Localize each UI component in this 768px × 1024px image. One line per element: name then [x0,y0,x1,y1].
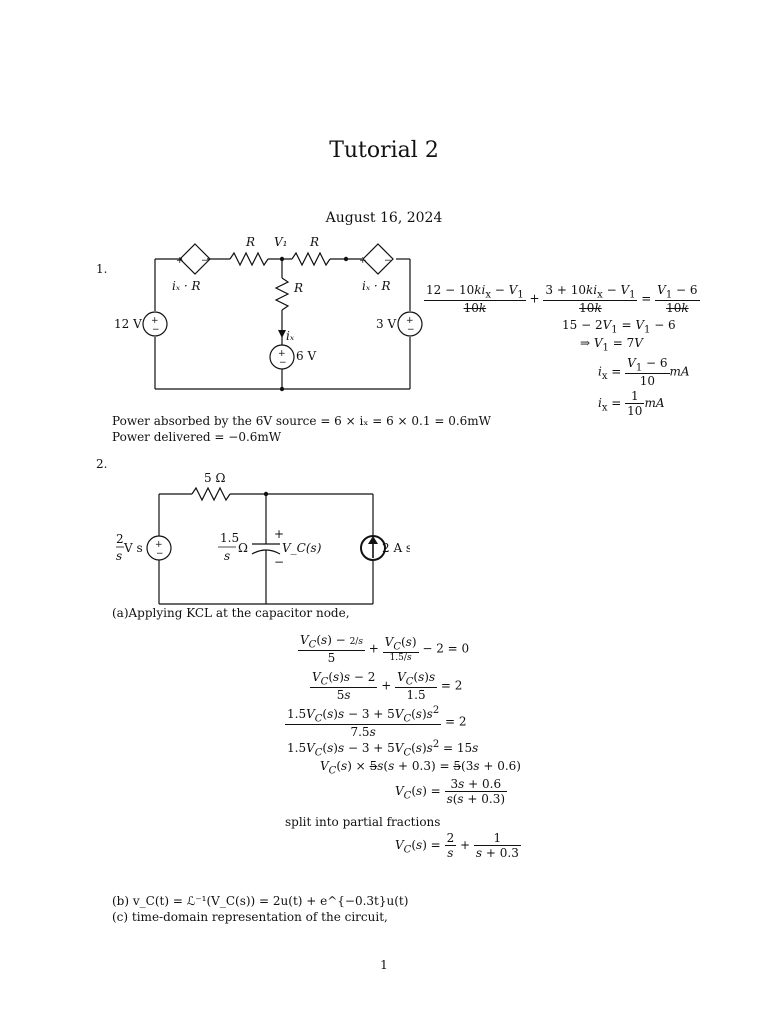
label-r-right: R [309,235,319,249]
voltage-source-s [146,535,172,561]
label-ix: iₓ [286,329,295,343]
label-cap-num: 1.5 [220,531,239,545]
svg-text:−: − [384,256,392,266]
q2-part-c: (c) time-domain representation of the ci… [112,910,388,924]
dependent-source-left [179,243,211,275]
question-1-number: 1. [96,262,108,276]
label-3v: 3 V [376,317,396,331]
q1-eq-3: ⇒ V1 = 7V [580,336,643,354]
label-v1: V₁ [274,235,287,249]
label-2a-s: 2 A s [382,541,410,555]
current-source-arrow-icon [368,536,378,544]
label-5-ohm: 5 Ω [204,471,225,485]
q2-eq-4: 1.5VC(s)s − 3 + 5VC(s)s2 = 15s [287,739,479,759]
label-vc-plus: + [274,527,284,541]
label-vc: V_C(s) [282,541,322,555]
svg-text:+: + [151,316,159,326]
label-vsrc-den: s [116,549,122,563]
label-vsrc-num: 2 [116,532,124,546]
label-vsrc-unit: V s [123,541,143,555]
q2-eq-5: VC(s) × 5s(s + 0.3) = 5(3s + 0.6) [320,759,521,777]
svg-text:−: − [407,325,415,335]
svg-text:−: − [152,325,160,335]
resistor-5-ohm [191,486,231,502]
circuit-1-diagram: +− +− +− +− +− R R R V₁ iₓ · R iₓ · R iₓ… [114,235,423,392]
svg-text:+: + [155,540,163,550]
svg-text:−: − [201,256,209,266]
label-r-middle: R [293,281,303,295]
svg-text:+: + [406,316,414,326]
label-12v: 12 V [114,317,142,331]
page-date: August 16, 2024 [325,210,443,226]
label-dep-left: iₓ · R [172,279,201,293]
resistor-middle [274,277,290,311]
resistor-left [229,251,269,267]
voltage-source-6v [269,344,295,370]
svg-text:+: + [359,256,367,266]
voltage-source-12v [142,311,168,337]
label-r-left: R [245,235,255,249]
svg-text:+: + [176,256,184,266]
label-cap-den: s [224,549,230,563]
label-dep-right: iₓ · R [362,279,391,293]
svg-text:+: + [278,349,286,359]
dependent-source-right [362,243,394,275]
label-6v: 6 V [296,349,316,363]
current-arrow-icon [278,330,286,338]
voltage-source-3v [397,311,423,337]
q1-power-absorbed: Power absorbed by the 6V source = 6 × iₓ… [112,414,491,428]
svg-text:−: − [279,358,287,368]
label-vc-minus: − [274,555,284,569]
question-2-number: 2. [96,457,108,471]
q1-eq-2: 15 − 2V1 = V1 − 6 [562,318,676,336]
q2-part-a: (a)Applying KCL at the capacitor node, [112,606,350,620]
resistor-right [291,251,331,267]
q2-part-b: (b) v_C(t) = ℒ⁻¹(V_C(s)) = 2u(t) + e^{−0… [112,894,409,908]
q2-split-text: split into partial fractions [285,815,441,829]
circuit-2-diagram: +− 5 Ω 2 A s V s 2 s 1.5 s Ω + − V_C(s) [116,471,410,605]
page-title: Tutorial 2 [329,138,439,163]
q1-power-delivered: Power delivered = −0.6mW [112,430,282,444]
label-cap-unit: Ω [238,541,248,555]
svg-text:−: − [156,549,164,559]
page-number: 1 [380,958,388,972]
